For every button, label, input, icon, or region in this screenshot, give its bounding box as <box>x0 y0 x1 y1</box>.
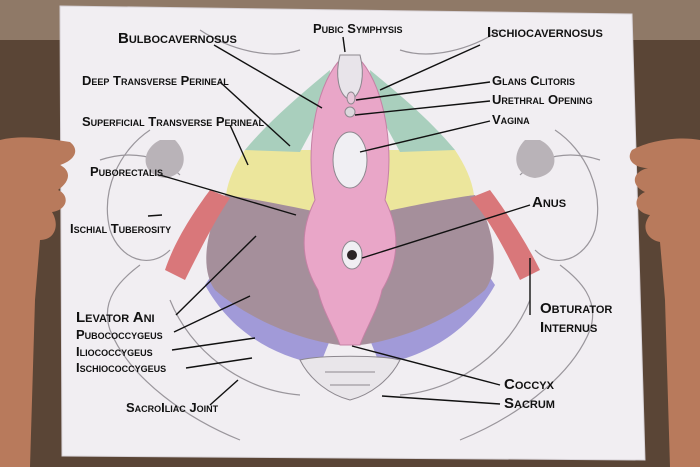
label-anus: Anus <box>532 194 567 211</box>
muscle-obturator-left <box>165 190 230 280</box>
right-hip-shading <box>516 140 555 178</box>
label-sacrum: Sacrum <box>504 395 555 412</box>
glans-clitoris-shape <box>346 91 356 105</box>
label-bulbocavernosus: Bulbocavernosus <box>118 30 237 47</box>
vagina-shape <box>332 131 368 189</box>
label-superficial-transverse-perineal: Superficial Transverse Perineal <box>82 114 265 129</box>
label-levator-ani: Levator Ani <box>76 309 155 326</box>
muscle-bulbocavernosus <box>303 61 397 346</box>
right-hand <box>629 138 700 467</box>
label-internus: Internus <box>540 319 598 336</box>
anus-opening <box>347 250 357 260</box>
label-puborectalis: Puborectalis <box>90 164 164 179</box>
label-pubococcygeus: Pubococcygeus <box>76 327 163 342</box>
coccyx-sacrum-shape <box>299 355 401 401</box>
muscle-obturator-right <box>470 190 540 280</box>
muscle-ischiocavernosus-left <box>245 70 330 152</box>
label-sacroiliac-joint: SacroIliac Joint <box>126 400 219 415</box>
label-pubic-symphysis: Pubic Symphysis <box>313 21 403 36</box>
label-coccyx: Coccyx <box>504 376 554 393</box>
label-deep-transverse-perineal: Deep Transverse Perineal <box>82 73 229 88</box>
muscle-superficial-transverse-right <box>370 150 474 215</box>
label-vagina: Vagina <box>492 112 530 127</box>
left-hip-shading <box>145 140 184 178</box>
label-urethral-opening: Urethral Opening <box>492 92 593 107</box>
label-iliococcygeus: Iliococcygeus <box>76 344 153 359</box>
bone-sketch <box>99 29 601 441</box>
urethral-opening-shape <box>344 106 356 118</box>
left-hand <box>0 137 76 467</box>
label-glans-clitoris: Glans Clitoris <box>492 73 575 88</box>
label-ischiocavernosus: Ischiocavernosus <box>487 24 603 41</box>
label-obturator: Obturator <box>540 300 613 317</box>
muscle-ischiocavernosus-right <box>370 70 455 152</box>
label-ischial-tuberosity: Ischial Tuberosity <box>70 221 172 236</box>
leader-lines <box>147 36 531 406</box>
muscle-superficial-transverse-left <box>226 150 330 215</box>
label-ischiococcygeus: Ischiococcygeus <box>76 360 167 375</box>
